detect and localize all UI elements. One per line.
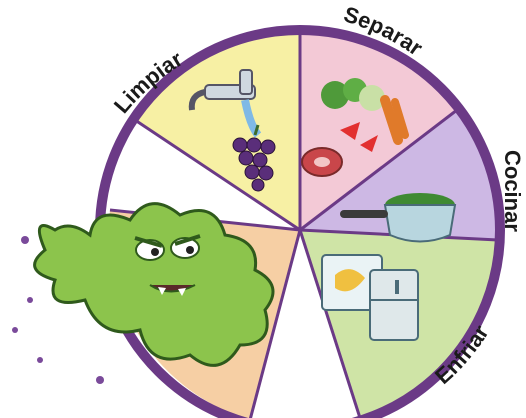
label-cocinar: Cocinar	[500, 150, 525, 232]
